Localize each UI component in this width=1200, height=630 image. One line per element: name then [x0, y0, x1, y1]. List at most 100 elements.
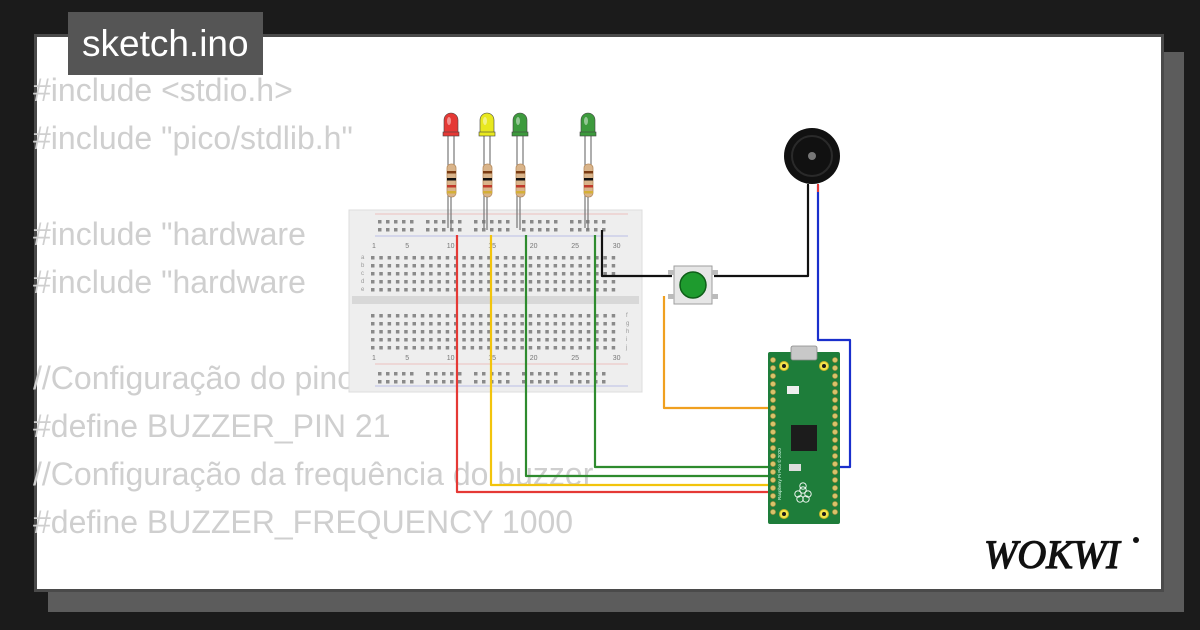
- breadboard-hole: [595, 322, 599, 326]
- rail-hole: [434, 220, 438, 224]
- breadboard-hole: [412, 280, 416, 284]
- breadboard-hole: [395, 288, 400, 292]
- breadboard-hole: [512, 264, 516, 268]
- rail-hole: [538, 380, 542, 384]
- breadboard-hole: [429, 280, 433, 284]
- breadboard-hole: [553, 256, 558, 260]
- breadboard-hole: [528, 322, 533, 326]
- breadboard-hole: [371, 314, 375, 318]
- breadboard-hole: [404, 314, 408, 318]
- pico-pin: [832, 389, 838, 395]
- breadboard-hole: [495, 288, 499, 292]
- row-letter: g: [626, 321, 629, 327]
- rail-hole: [402, 372, 406, 376]
- rail-hole: [426, 220, 430, 224]
- breadboard-hole: [429, 264, 433, 268]
- rail-hole: [506, 228, 510, 232]
- resistor-band: [516, 171, 525, 174]
- breadboard-hole: [553, 338, 558, 342]
- breadboard-hole: [528, 330, 533, 334]
- pushbutton-pin: [712, 270, 718, 275]
- breadboard-hole: [520, 346, 524, 350]
- breadboard-hole: [611, 272, 616, 276]
- rail-hole: [546, 380, 550, 384]
- breadboard-hole: [445, 322, 450, 326]
- row-letter: d: [361, 279, 364, 285]
- breadboard-hole: [371, 346, 375, 350]
- rail-hole: [442, 228, 446, 232]
- breadboard-hole: [429, 256, 433, 260]
- rail-hole: [386, 228, 390, 232]
- breadboard-hole: [520, 338, 524, 342]
- rail-hole: [434, 228, 438, 232]
- breadboard-hole: [528, 288, 533, 292]
- wire-black-buzzer: [714, 185, 810, 278]
- breadboard-hole: [470, 322, 475, 326]
- breadboard-hole: [437, 256, 441, 260]
- breadboard-hole: [395, 346, 400, 350]
- breadboard-hole: [545, 280, 549, 284]
- breadboard-hole: [404, 346, 408, 350]
- breadboard-hole: [462, 280, 466, 284]
- resistor-band: [447, 191, 456, 194]
- column-number: 25: [571, 355, 579, 362]
- breadboard-hole: [603, 288, 607, 292]
- breadboard-hole: [395, 314, 400, 318]
- breadboard-hole: [454, 314, 458, 318]
- yellow-led: [479, 112, 495, 135]
- breadboard-hole: [528, 280, 533, 284]
- breadboard-hole: [595, 256, 599, 260]
- breadboard-hole: [553, 322, 558, 326]
- breadboard-hole: [537, 346, 541, 350]
- red-led: [443, 112, 459, 135]
- breadboard-hole: [454, 264, 458, 268]
- pico-mounting-hole-center: [782, 512, 786, 516]
- breadboard-hole: [553, 346, 558, 350]
- breadboard-hole: [478, 314, 483, 318]
- breadboard-hole: [395, 322, 400, 326]
- breadboard-hole: [404, 288, 408, 292]
- breadboard-hole: [537, 280, 541, 284]
- breadboard-hole: [470, 272, 475, 276]
- breadboard-hole: [478, 346, 483, 350]
- resistor-band: [516, 191, 525, 194]
- row-letter: e: [361, 287, 365, 293]
- breadboard-hole: [429, 314, 433, 318]
- breadboard-hole: [570, 288, 574, 292]
- breadboard-hole: [595, 288, 599, 292]
- led-highlight: [516, 117, 520, 125]
- rail-hole: [442, 220, 446, 224]
- breadboard-hole: [578, 288, 582, 292]
- breadboard-hole: [553, 330, 558, 334]
- pico-pin: [770, 477, 776, 483]
- breadboard-hole: [595, 280, 599, 284]
- pico-pin: [770, 405, 776, 411]
- breadboard-hole: [445, 314, 450, 318]
- breadboard-hole: [462, 314, 466, 318]
- rail-hole: [474, 380, 478, 384]
- breadboard-hole: [611, 330, 616, 334]
- file-tab[interactable]: sketch.ino: [68, 12, 263, 75]
- breadboard-hole: [528, 256, 533, 260]
- breadboard-hole: [586, 272, 591, 276]
- rail-hole: [594, 228, 598, 232]
- rail-hole: [578, 380, 582, 384]
- breadboard-hole: [528, 338, 533, 342]
- pico-pin: [832, 381, 838, 387]
- breadboard-hole: [561, 330, 566, 334]
- rail-hole: [434, 380, 438, 384]
- breadboard-hole: [528, 264, 533, 268]
- breadboard-hole: [487, 256, 491, 260]
- breadboard-hole: [437, 330, 441, 334]
- breadboard-hole: [520, 330, 524, 334]
- pico-pin: [832, 461, 838, 467]
- breadboard-hole: [412, 314, 416, 318]
- logo-dot: [1133, 537, 1139, 543]
- wokwi-logo: WOKWI: [983, 531, 1139, 578]
- breadboard-hole: [611, 256, 616, 260]
- breadboard-hole: [520, 288, 524, 292]
- breadboard-hole: [395, 264, 400, 268]
- resistor-band: [584, 178, 593, 181]
- breadboard-hole: [545, 288, 549, 292]
- rail-hole: [442, 380, 446, 384]
